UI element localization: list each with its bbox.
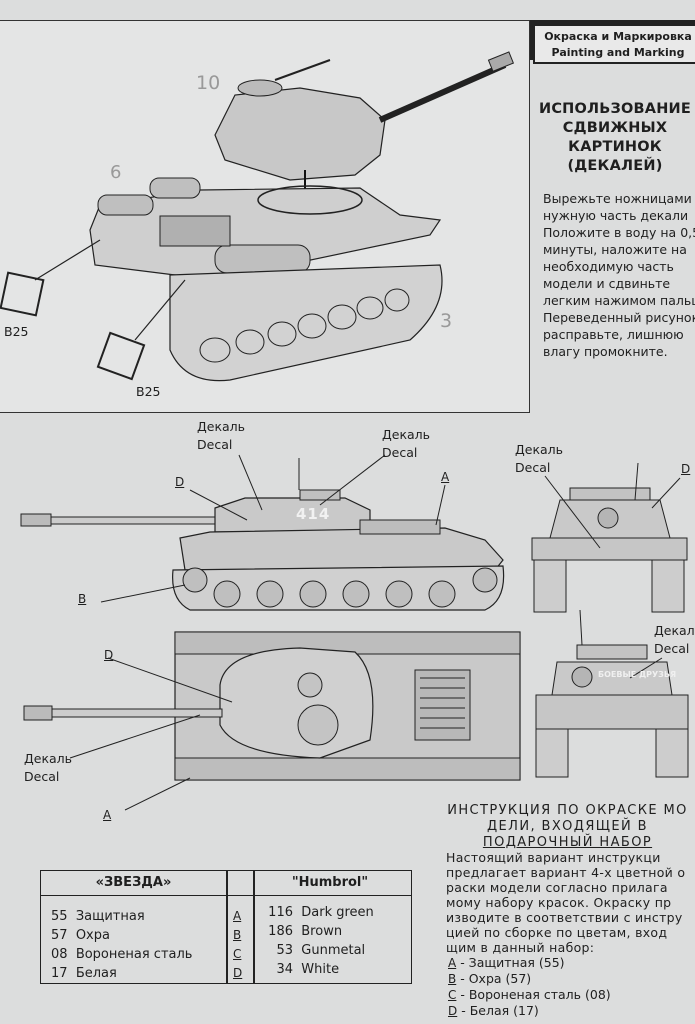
tank-front-view bbox=[531, 462, 688, 613]
header-ru: Окраска и Маркировка bbox=[544, 30, 692, 43]
step-number-3: 3 bbox=[440, 310, 453, 332]
slogan-decal: БОЕВЫЕ ДРУЗЬЯ bbox=[598, 670, 677, 679]
paint-letter-b-side: B bbox=[78, 592, 87, 606]
table-divider-right bbox=[253, 871, 255, 983]
table-letters: A B C D bbox=[233, 909, 243, 980]
part-label-b25-right: B25 bbox=[136, 384, 161, 399]
section-header: Окраска и Маркировка Painting and Markin… bbox=[533, 24, 695, 64]
step-number-10: 10 bbox=[196, 72, 221, 94]
paint-table-box: «ЗВЕЗДА» "Humbrol" 55 Защитная 57 Охра 0… bbox=[40, 870, 412, 984]
paint-letter-d-top: D bbox=[104, 648, 114, 662]
list-item: B - Охра (57) bbox=[448, 971, 532, 986]
tank-rear-view bbox=[535, 609, 689, 778]
part-label-b25-left: B25 bbox=[4, 324, 29, 339]
zvezda-header: «ЗВЕЗДА» bbox=[95, 875, 172, 890]
table-row: 55 Защитная 57 Охра 08 Вороненая сталь 1… bbox=[51, 909, 193, 981]
table-divider-left bbox=[226, 871, 228, 983]
turret-number-decal: 414 bbox=[296, 505, 331, 523]
tank-side-view bbox=[20, 454, 505, 611]
table-humbrol-col: 116 Dark green 186 Brown 53 Gunmetal 34 … bbox=[268, 905, 374, 977]
list-item: C - Вороненая сталь (08) bbox=[448, 987, 611, 1002]
decal-section-title: ИСПОЛЬЗОВАНИЕ СДВИЖНЫХ КАРТИНОК (ДЕКАЛЕЙ… bbox=[538, 101, 691, 174]
paint-letter-a-side: A bbox=[441, 470, 450, 484]
paint-letter-a-top: A bbox=[103, 808, 112, 822]
humbrol-header: "Humbrol" bbox=[291, 875, 369, 890]
paint-color-list: A - Защитная (55) B - Охра (57) C - Воро… bbox=[448, 955, 611, 1019]
list-item: A - Защитная (55) bbox=[448, 955, 565, 970]
decal-section-body: Вырежьте ножницами нужную часть декали П… bbox=[543, 191, 695, 359]
paint-letter-d-side: D bbox=[175, 475, 185, 489]
paint-instructions-body: Настоящий вариант инструкци предлагает в… bbox=[446, 850, 686, 955]
paint-letter-d-front: D bbox=[681, 462, 691, 476]
step-number-6: 6 bbox=[110, 162, 122, 183]
list-item: D - Белая (17) bbox=[448, 1003, 539, 1018]
assembly-drawing bbox=[0, 51, 515, 382]
header-en: Painting and Marking bbox=[551, 46, 685, 59]
paint-instructions-title: ИНСТРУКЦИЯ ПО ОКРАСКЕ МО ДЕЛИ, ВХОДЯЩЕЙ … bbox=[447, 803, 688, 850]
tank-top-view bbox=[23, 631, 521, 811]
